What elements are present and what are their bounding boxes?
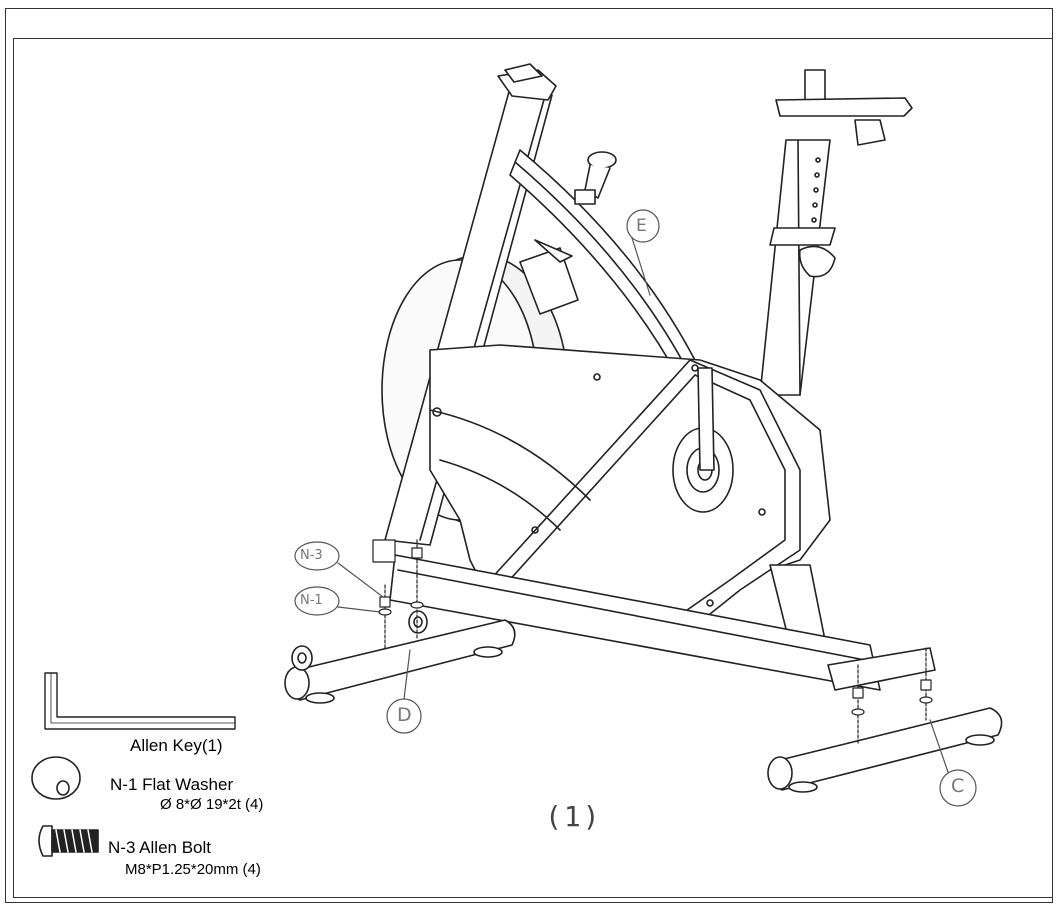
allen-bolt-spec: M8*P1.25*20mm (4) [125, 861, 261, 878]
callout-N3: N-3 [300, 548, 323, 563]
crank-hub [672, 367, 734, 513]
allen-bolt-icon [38, 825, 99, 857]
rear-bolts [851, 647, 933, 746]
callout-D: D [397, 704, 412, 726]
base-rail [389, 554, 936, 691]
brake-assembly [519, 239, 579, 315]
inner-frame [13, 38, 1053, 898]
front-stabilizer [284, 610, 516, 704]
callout-N1: N-1 [300, 593, 323, 608]
handlebar-post [384, 63, 557, 546]
allen-key-label: Allen Key(1) [130, 736, 223, 755]
rear-stabilizer [767, 707, 1003, 793]
allen-bolt-label: N-3 Allen Bolt [108, 838, 211, 857]
callout-E: E [636, 216, 647, 236]
callout-C: C [951, 775, 965, 797]
step-number: (1) [545, 800, 602, 833]
callout-markers [294, 209, 977, 807]
front-bolts [372, 539, 424, 651]
flat-washer-spec: Ø 8*Ø 19*2t (4) [160, 796, 264, 813]
seat-post [759, 69, 913, 396]
frame-cover [429, 344, 831, 641]
flat-washer-icon [31, 756, 81, 800]
tension-knob [574, 151, 617, 205]
flat-washer-label: N-1 Flat Washer [110, 775, 234, 794]
allen-key-icon [44, 672, 236, 730]
